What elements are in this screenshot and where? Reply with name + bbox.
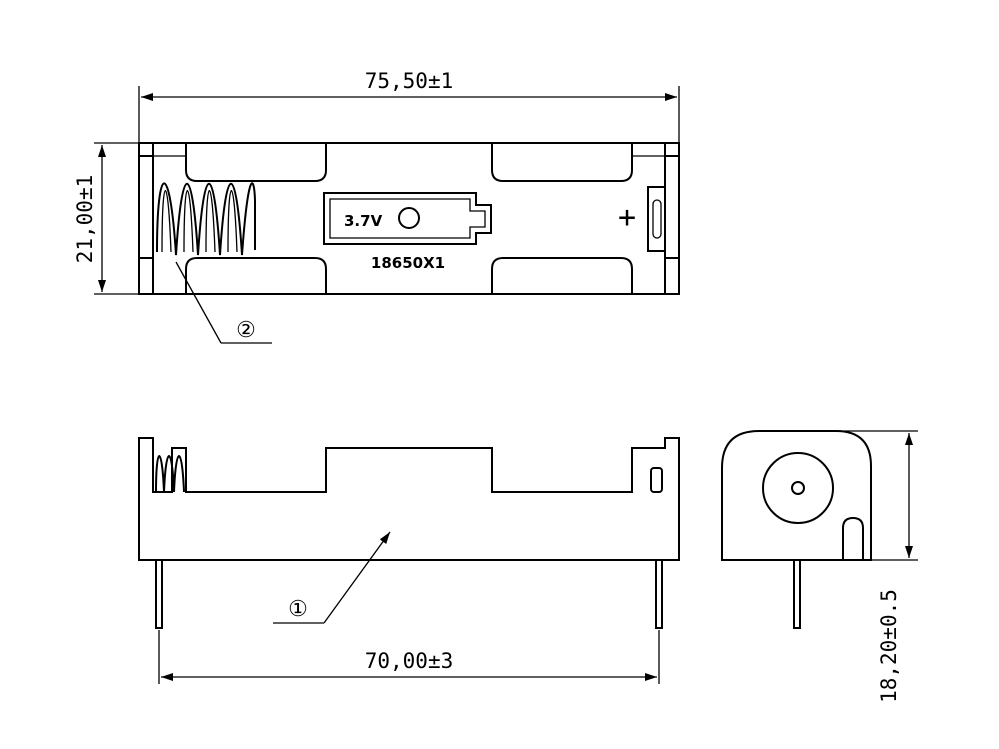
side-slot — [842, 516, 864, 560]
dim-text-top-length: 75,50±1 — [365, 69, 454, 93]
positive-terminal-front — [650, 467, 663, 493]
dimension-pin-spacing: 70,00±3 — [158, 630, 660, 684]
callout-body: ① — [273, 531, 391, 624]
side-view: 18,20±0.5 — [721, 430, 918, 703]
top-view: 75,50±1 21,00±1 — [73, 69, 680, 344]
dimension-top-width: 21,00±1 — [73, 142, 139, 295]
dim-text-pin-spacing: 70,00±3 — [365, 649, 454, 673]
pin-left — [155, 559, 163, 629]
front-body-outline — [138, 437, 680, 561]
spring-top-view — [156, 182, 256, 256]
terminal-circle-icon — [398, 207, 420, 229]
plus-sign: + — [618, 200, 636, 235]
dim-text-side-height: 18,20±0.5 — [877, 589, 901, 703]
callout-body-label: ① — [288, 597, 308, 622]
voltage-label: 3.7V — [344, 212, 383, 230]
dimension-top-length: 75,50±1 — [138, 69, 680, 143]
bottom-slot-right — [491, 257, 633, 294]
dimension-side-height: 18,20±0.5 — [836, 430, 918, 703]
contact-circle-icon — [762, 452, 834, 524]
battery-symbol: 3.7V 18650X1 — [323, 192, 492, 272]
side-pin — [793, 559, 801, 629]
top-slot-left — [185, 143, 327, 182]
top-slot-right — [491, 143, 633, 182]
contact-center-icon — [791, 481, 805, 495]
positive-terminal-top — [647, 186, 666, 252]
pin-right — [655, 559, 663, 629]
model-label: 18650X1 — [371, 254, 445, 272]
bottom-slot-left — [185, 257, 327, 294]
front-view: ① 70,00±3 — [138, 437, 680, 684]
callout-spring-label: ② — [236, 318, 256, 343]
spring-front-view — [155, 455, 185, 493]
top-body-outline — [138, 142, 680, 295]
callout-spring: ② — [175, 261, 272, 344]
dim-text-top-width: 21,00±1 — [73, 175, 97, 264]
side-body-outline — [721, 430, 872, 561]
